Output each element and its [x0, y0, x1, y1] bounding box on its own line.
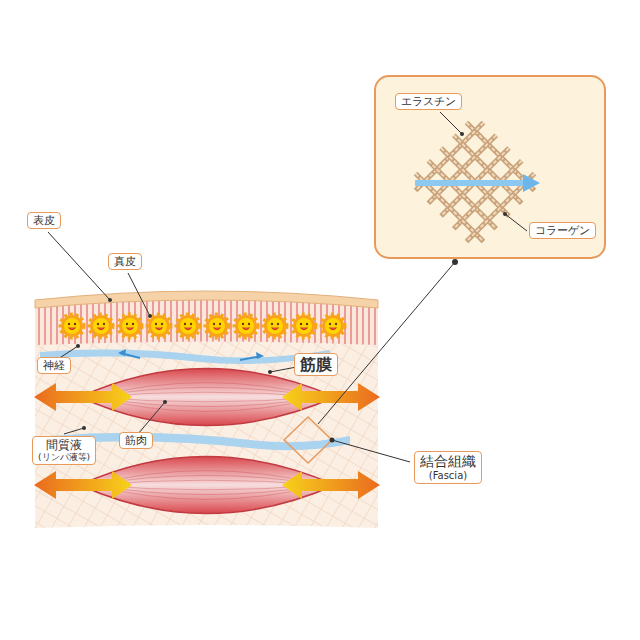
sun-mouth [185, 328, 192, 330]
label-box: 間質液(リンパ液等) [32, 436, 96, 465]
label-subtext: (Fascia) [420, 470, 476, 482]
sun-face [180, 318, 196, 334]
sun-mouth [127, 328, 134, 330]
label-text: コラーゲン [535, 224, 590, 237]
label-text: 結合組織 [420, 453, 476, 470]
sun-face [238, 318, 254, 334]
fluid-stream [40, 350, 330, 364]
sun-rays [177, 315, 199, 337]
label-box: エラスチン [395, 93, 462, 110]
sun-cells [60, 314, 345, 338]
sun-rays [119, 315, 141, 337]
sun-rays [321, 314, 345, 338]
sun-eye [300, 323, 302, 325]
sun-rays [322, 315, 344, 337]
label-box: 筋肉 [119, 432, 153, 449]
sun-rays [90, 315, 112, 337]
sun-eye [184, 323, 186, 325]
label-text: 神経 [43, 359, 65, 372]
sun-eye [103, 323, 105, 325]
sun-eye [190, 323, 192, 325]
label-text: 真皮 [114, 255, 136, 268]
flow-arrowhead [118, 349, 264, 359]
sun-rays [206, 315, 228, 337]
sun-face [64, 318, 80, 334]
label-text: 表皮 [33, 214, 55, 227]
label-box: 筋膜 [294, 353, 338, 376]
label-box: 表皮 [27, 212, 61, 229]
sun-rays [235, 315, 257, 337]
sun-rays [148, 315, 170, 337]
inset-panel [375, 76, 605, 258]
sun-rays [147, 314, 171, 338]
sun-eye [277, 323, 279, 325]
leader-dot [452, 259, 458, 265]
sun-rays [263, 314, 287, 338]
sun-mouth [301, 328, 308, 330]
sun-mouth [156, 328, 163, 330]
sun-eye [271, 323, 273, 325]
sun-eye [306, 323, 308, 325]
sun-eye [161, 323, 163, 325]
fiber-mesh [407, 114, 543, 250]
sun-eye [74, 323, 76, 325]
label-text: 筋肉 [125, 434, 147, 447]
leader-dot [330, 438, 335, 443]
sun-face [296, 318, 312, 334]
mesh-flow-head [523, 174, 540, 192]
sun-eye [213, 323, 215, 325]
sun-rays [60, 314, 84, 338]
sun-eye [68, 323, 70, 325]
sun-face [151, 318, 167, 334]
sun-rays [89, 314, 113, 338]
sun-mouth [272, 328, 279, 330]
tissue-ground [35, 295, 378, 528]
epidermis-layer [35, 291, 378, 308]
label-text: 間質液 [38, 438, 90, 452]
sun-mouth [69, 328, 76, 330]
label-box: 結合組織(Fascia) [414, 451, 482, 484]
label-box: コラーゲン [529, 222, 596, 239]
label-box: 真皮 [108, 253, 142, 270]
sun-face [325, 318, 341, 334]
sun-rays [118, 314, 142, 338]
sun-rays [234, 314, 258, 338]
sun-face [93, 318, 109, 334]
label-subtext: (リンパ液等) [38, 452, 90, 463]
sun-eye [242, 323, 244, 325]
sun-eye [248, 323, 250, 325]
leader-lines [48, 112, 527, 462]
sun-face [267, 318, 283, 334]
leader-dots [76, 132, 507, 430]
sun-rays [61, 315, 83, 337]
sample-diamond [284, 417, 332, 463]
sun-mouth [214, 328, 221, 330]
sun-face [209, 318, 225, 334]
sun-eye [126, 323, 128, 325]
sun-mouth [98, 328, 105, 330]
sun-mouth [243, 328, 250, 330]
flow-arrow [120, 353, 262, 360]
sun-mouth [330, 328, 337, 330]
sun-rays [205, 314, 229, 338]
sun-eye [97, 323, 99, 325]
sun-rays [293, 315, 315, 337]
sun-rays [264, 315, 286, 337]
label-text: 筋膜 [300, 355, 332, 374]
sun-rays [176, 314, 200, 338]
sun-eye [335, 323, 337, 325]
sun-rays [292, 314, 316, 338]
sun-eye [155, 323, 157, 325]
sun-eye [132, 323, 134, 325]
label-box: 神経 [37, 357, 71, 374]
label-text: エラスチン [401, 95, 456, 108]
mesh-flow [415, 180, 525, 186]
sun-eye [219, 323, 221, 325]
dermis-layer [35, 298, 378, 345]
sun-face [122, 318, 138, 334]
sun-eye [329, 323, 331, 325]
